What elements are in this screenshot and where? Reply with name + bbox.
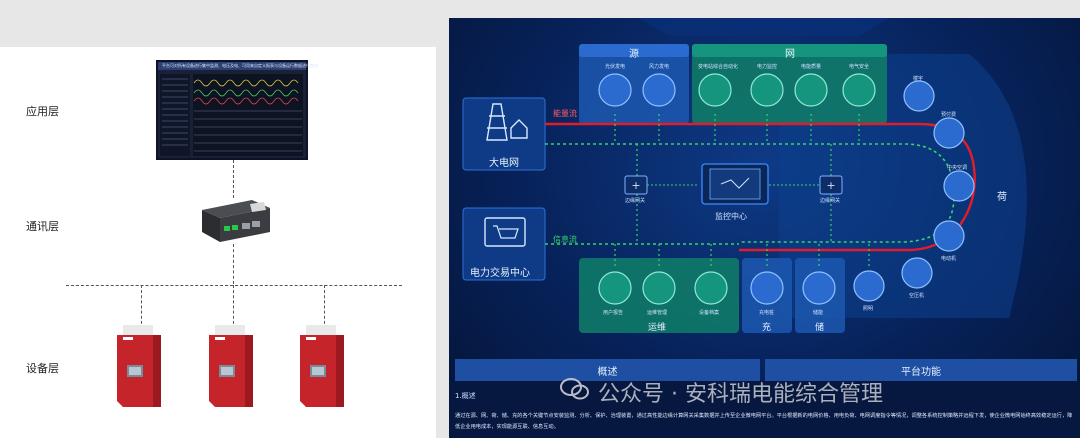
load-item-label: 楼宇 <box>913 76 924 82</box>
grid-item-label: 电气安全 <box>849 64 870 70</box>
source-group-label: 源 <box>629 49 639 60</box>
energy-flow-label: 能量流 <box>553 109 577 118</box>
ops-item-label: 设备档案 <box>699 310 720 316</box>
application-layer-label: 应用层 <box>26 105 59 118</box>
load-item-label: 照明 <box>863 306 874 312</box>
source-item-label: 风力发电 <box>649 64 670 70</box>
watermark-text: 公众号 · 安科瑞电能综合管理 <box>598 382 883 407</box>
tab-overview[interactable]: 概述 <box>455 359 760 381</box>
storage-item-label: 储能 <box>813 310 824 316</box>
charge-group-label: 充 <box>762 323 772 333</box>
section-heading: 1.概述 <box>455 392 476 400</box>
ops-item-label: 运维管理 <box>647 310 668 316</box>
gateway-device <box>202 200 270 242</box>
charge-item-label: 充电桩 <box>759 310 775 316</box>
device-bus <box>66 285 402 286</box>
inverter-device-1 <box>117 325 161 407</box>
monitor-title: 平台可对所有设备进行集中监测、电压及电、可用来自定义报表与设备运行数据进行查询 <box>162 63 318 68</box>
big-grid-label: 大电网 <box>489 158 519 169</box>
wechat-icon <box>560 378 589 400</box>
svg-text:+: + <box>631 179 640 192</box>
monitor-waveforms <box>160 74 303 156</box>
inverter-device-3 <box>300 325 344 407</box>
communication-layer-label: 通讯层 <box>26 220 59 233</box>
grid-group-label: 网 <box>785 49 795 60</box>
gateway-bus-link <box>233 244 234 284</box>
monitor-gateway-link <box>233 160 234 198</box>
platform-monitor-screen: 平台可对所有设备进行集中监测、电压及电、可用来自定义报表与设备运行数据进行查询 <box>156 60 318 160</box>
load-item-label: 中央空调 <box>947 165 968 171</box>
bus-link-1 <box>141 285 142 329</box>
microgrid-diagram: + + 源 网 荷 <box>449 18 1080 438</box>
info-flow-label: 信息流 <box>553 235 577 244</box>
grid-item-label: 电力监控 <box>757 64 778 70</box>
load-group-label: 荷 <box>997 192 1007 203</box>
bus-link-3 <box>324 285 325 329</box>
grid-item-label: 变电站综合自动化 <box>698 64 739 70</box>
load-item-label: 空压机 <box>909 293 925 299</box>
load-item-label: 预付费 <box>941 112 957 118</box>
microgrid-graphics: + + <box>462 18 1027 333</box>
storage-group-label: 储 <box>815 323 825 333</box>
description-text: 通过在源、网、荷、储、充的各个关键节点安装监测、分析、保护、治理装置，通过高性能… <box>455 413 1073 430</box>
load-item-label: 电动机 <box>941 256 957 262</box>
bus-link-2 <box>233 285 234 329</box>
inverter-device-2 <box>209 325 253 407</box>
device-layer-label: 设备层 <box>26 362 59 375</box>
grid-item-label: 电能质量 <box>801 64 822 70</box>
source-item-label: 光伏发电 <box>605 64 626 70</box>
svg-text:+: + <box>826 179 835 192</box>
edge-gateway-left-label: 边缘网关 <box>625 198 646 204</box>
tab-platform-functions[interactable]: 平台功能 <box>765 359 1077 381</box>
description-section: 1.概述 通过在源、网、荷、储、充的各个关键节点安装监测、分析、保护、治理装置，… <box>449 381 1080 438</box>
ops-item-label: 用户报告 <box>603 310 624 316</box>
trading-center-label: 电力交易中心 <box>470 268 530 279</box>
ops-group-label: 运维 <box>648 323 667 333</box>
monitor-center-label: 监控中心 <box>715 212 747 221</box>
edge-gateway-right-label: 边缘网关 <box>820 198 841 204</box>
